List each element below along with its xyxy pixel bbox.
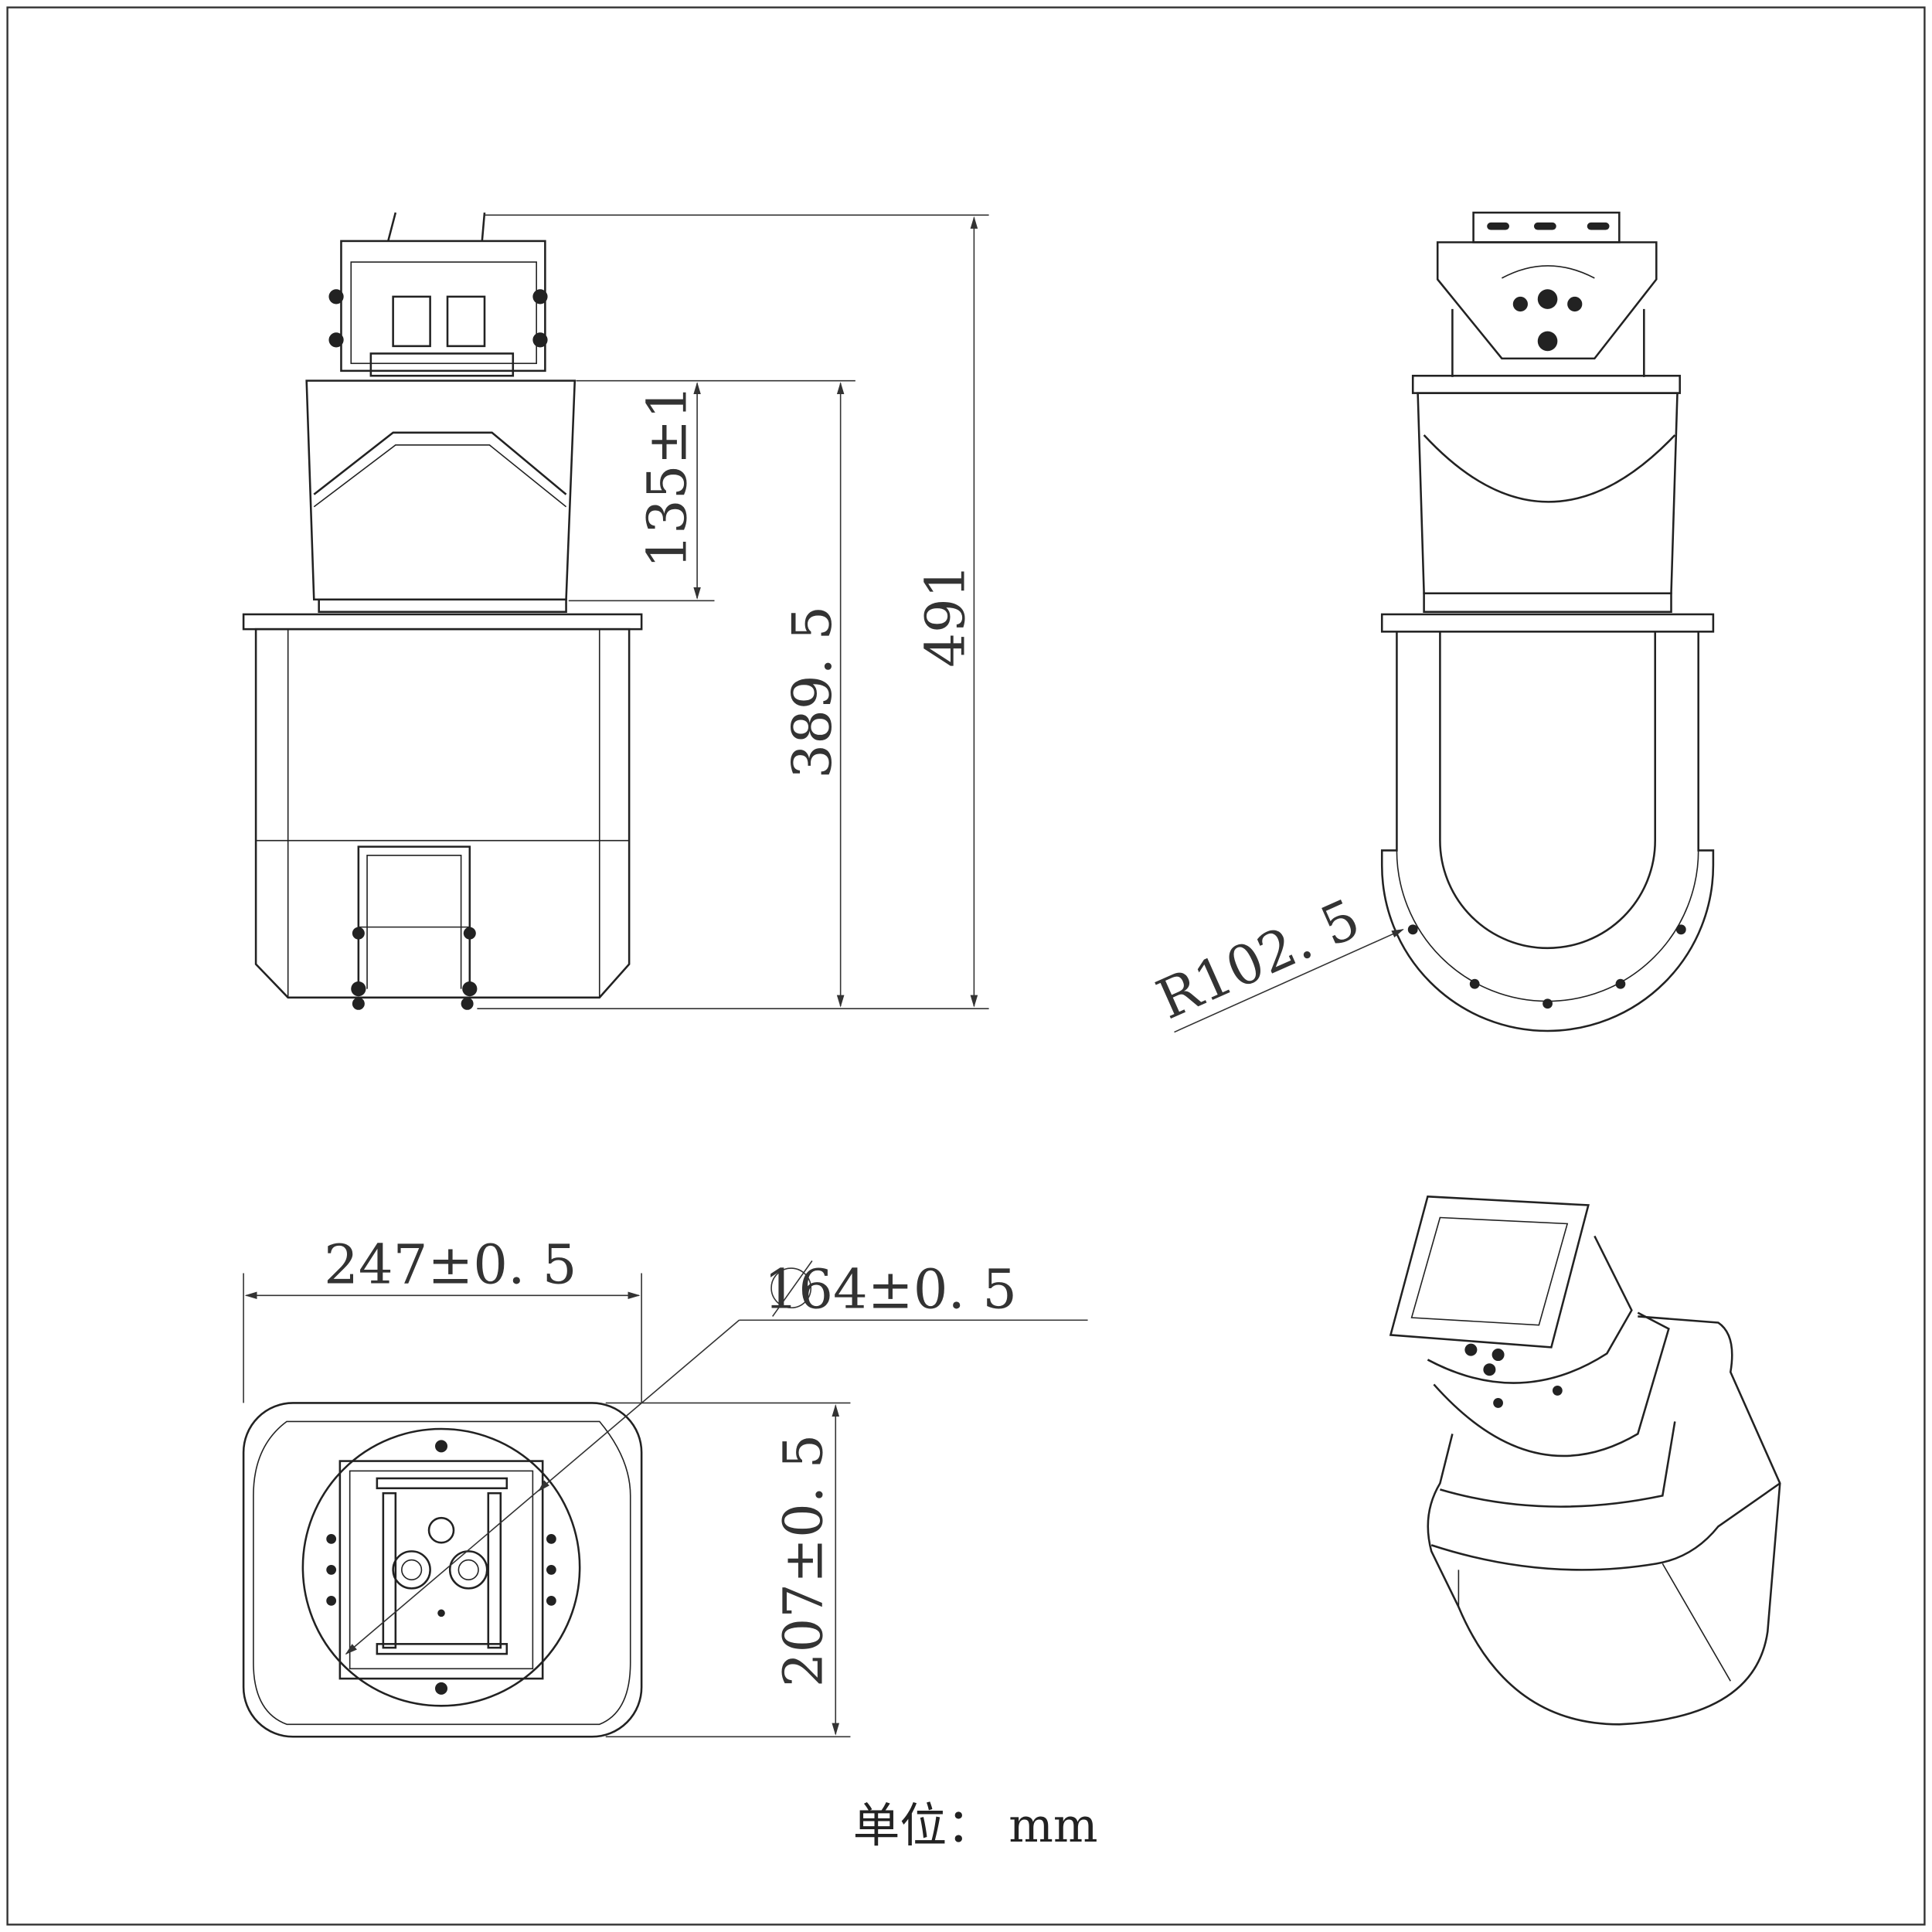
dim-207: 207±0. 5 [772, 1434, 835, 1688]
front-view [242, 212, 643, 1010]
dim-389-5: 389. 5 [781, 606, 844, 779]
dim-491: 491 [914, 563, 978, 667]
side-view: R102. 5 [1148, 211, 1715, 1033]
isometric-view [1389, 1195, 1781, 1726]
dim-135: 135±1 [636, 385, 699, 569]
front-dimensions: 135±1 389. 5 491 [477, 214, 989, 1009]
unit-label: 单位： mm [853, 1799, 1098, 1853]
dim-247: 247±0. 5 [324, 1233, 577, 1296]
drawing-border [6, 6, 1926, 1926]
top-view: 247±0. 5 164±0. 5 207±0. 5 [242, 1233, 1088, 1738]
dim-164: 164±0. 5 [764, 1257, 1017, 1321]
diameter-symbol [770, 1267, 812, 1309]
dim-r102-5: R102. 5 [1148, 887, 1369, 1032]
